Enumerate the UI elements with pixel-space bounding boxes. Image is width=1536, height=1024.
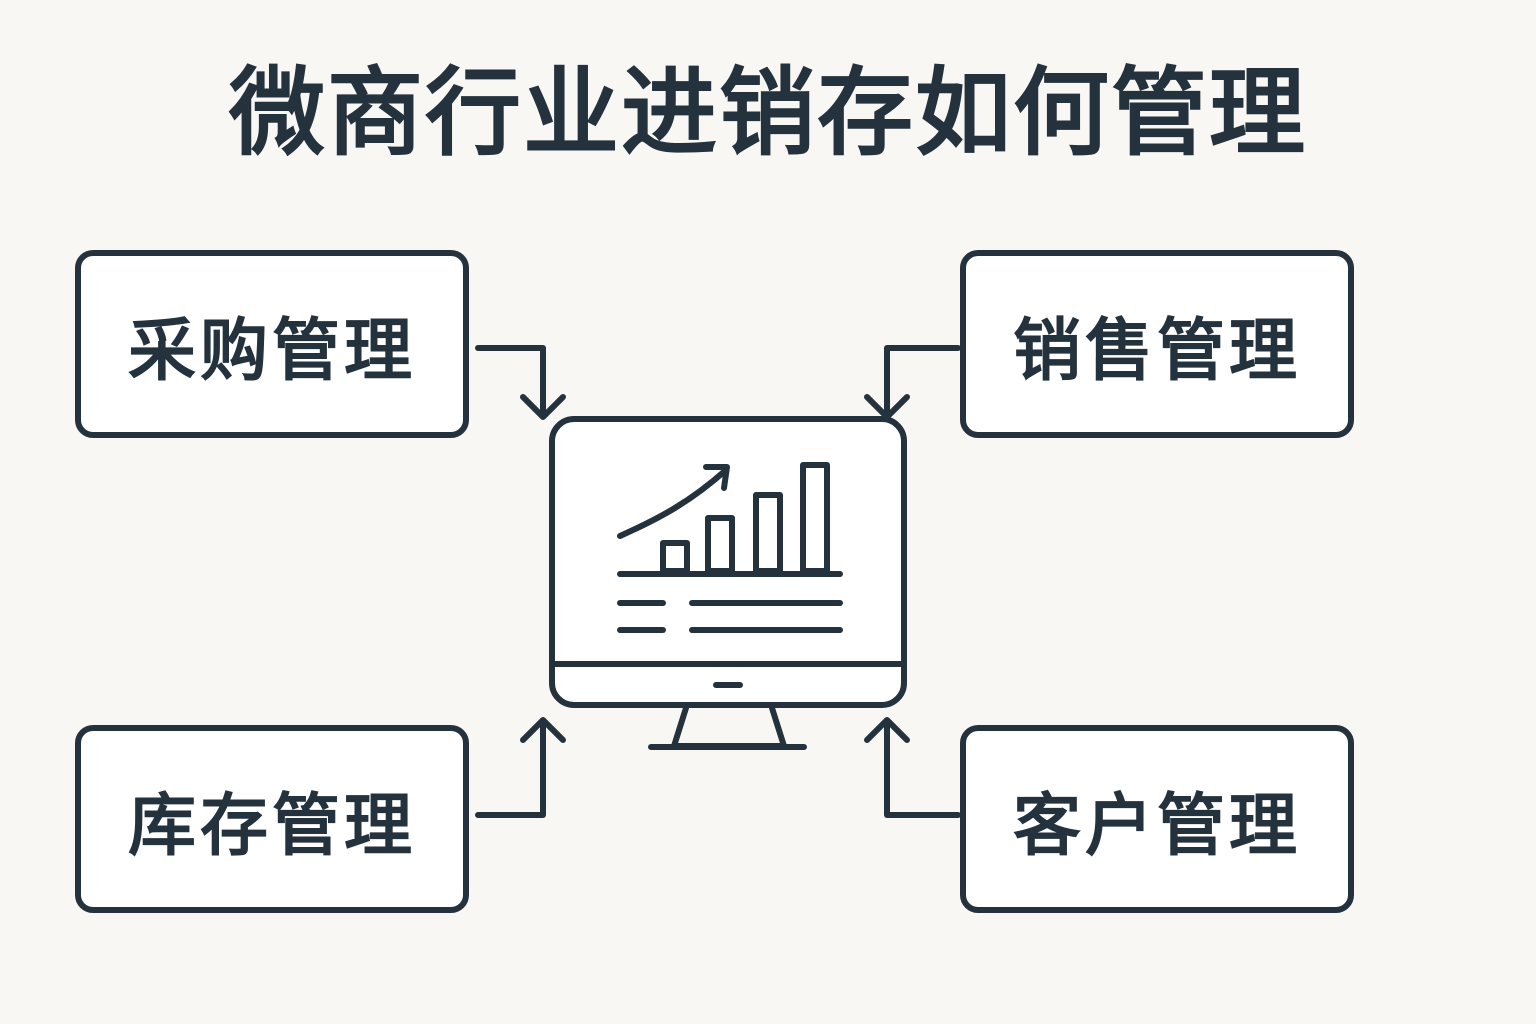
inventory-management-box: 库存管理 bbox=[75, 725, 469, 913]
sales-management-label: 销售管理 bbox=[1012, 311, 1301, 391]
arrow-customer-to-center bbox=[864, 717, 961, 818]
customer-management-label: 客户管理 bbox=[1012, 786, 1301, 866]
arrow-inventory-to-center bbox=[475, 717, 566, 818]
sales-management-box: 销售管理 bbox=[960, 250, 1354, 438]
arrow-purchase-to-center bbox=[475, 345, 566, 420]
purchase-management-box: 采购管理 bbox=[75, 250, 469, 438]
arrow-sales-to-center bbox=[864, 345, 961, 420]
customer-management-box: 客户管理 bbox=[960, 725, 1354, 913]
purchase-management-label: 采购管理 bbox=[127, 311, 416, 391]
inventory-management-label: 库存管理 bbox=[127, 786, 416, 866]
page-title: 微商行业进销存如何管理 bbox=[229, 57, 1307, 169]
monitor-chart-icon bbox=[549, 416, 907, 750]
